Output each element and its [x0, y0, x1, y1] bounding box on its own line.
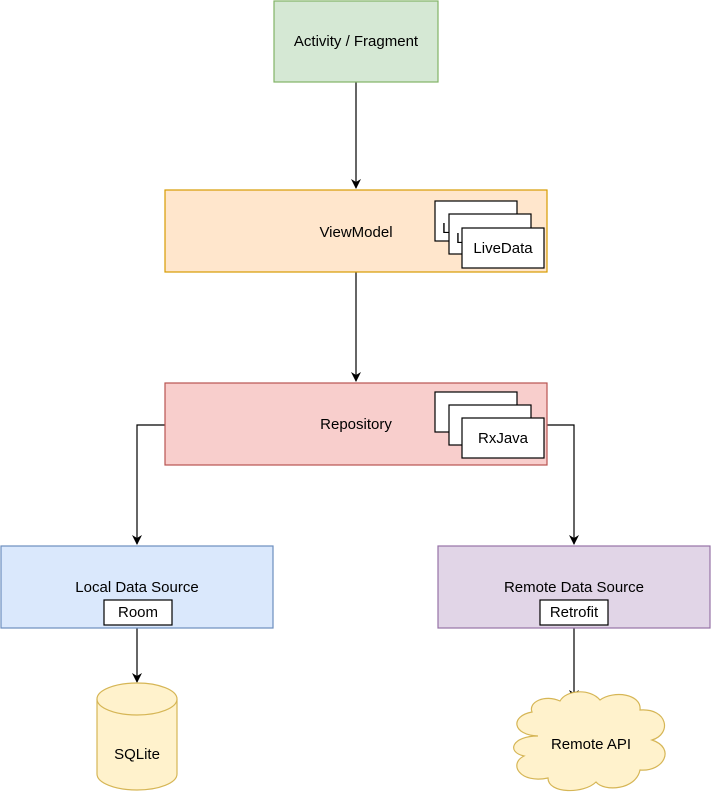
activity-fragment-node[interactable]: Activity / Fragment: [273, 0, 439, 83]
remote-data-source-label: Remote Data Source: [504, 579, 644, 596]
rxjava-label: RxJava: [478, 430, 529, 447]
viewmodel-node[interactable]: ViewModel L L LiveData: [164, 189, 548, 273]
remote-api-node[interactable]: Remote API: [513, 691, 666, 792]
local-data-source-label: Local Data Source: [75, 579, 198, 596]
connectors: [132, 82, 579, 700]
repository-label: Repository: [320, 416, 392, 433]
livedata-card-back-2-label: L: [456, 230, 464, 247]
viewmodel-label: ViewModel: [319, 224, 392, 241]
activity-fragment-box: [273, 0, 439, 83]
room-label: Room: [118, 604, 158, 621]
repository-node[interactable]: Repository RxJava: [164, 382, 548, 466]
sqlite-cylinder-body: [96, 699, 178, 791]
livedata-stack: L L LiveData: [434, 200, 545, 269]
livedata-label: LiveData: [473, 240, 533, 257]
livedata-card: [461, 227, 545, 269]
livedata-card-back-1-label: L: [442, 220, 450, 237]
remote-data-source-node[interactable]: Remote Data Source Retrofit: [437, 545, 711, 629]
sqlite-node[interactable]: SQLite: [96, 682, 178, 791]
sqlite-cylinder-top: [96, 682, 178, 716]
remote-api-label: Remote API: [551, 736, 631, 753]
rxjava-card: [461, 417, 545, 459]
remote-api-cloud-shape: [513, 691, 666, 792]
arrow-repository-to-remote: [547, 424, 579, 545]
sqlite-label: SQLite: [114, 746, 160, 763]
retrofit-label: Retrofit: [550, 604, 599, 621]
room-tag: [103, 599, 173, 626]
retrofit-tag: [539, 599, 609, 626]
activity-fragment-label: Activity / Fragment: [294, 33, 419, 50]
arrow-repository-to-local: [132, 424, 165, 545]
local-data-source-node[interactable]: Local Data Source Room: [0, 545, 274, 629]
rxjava-stack: RxJava: [434, 391, 545, 459]
